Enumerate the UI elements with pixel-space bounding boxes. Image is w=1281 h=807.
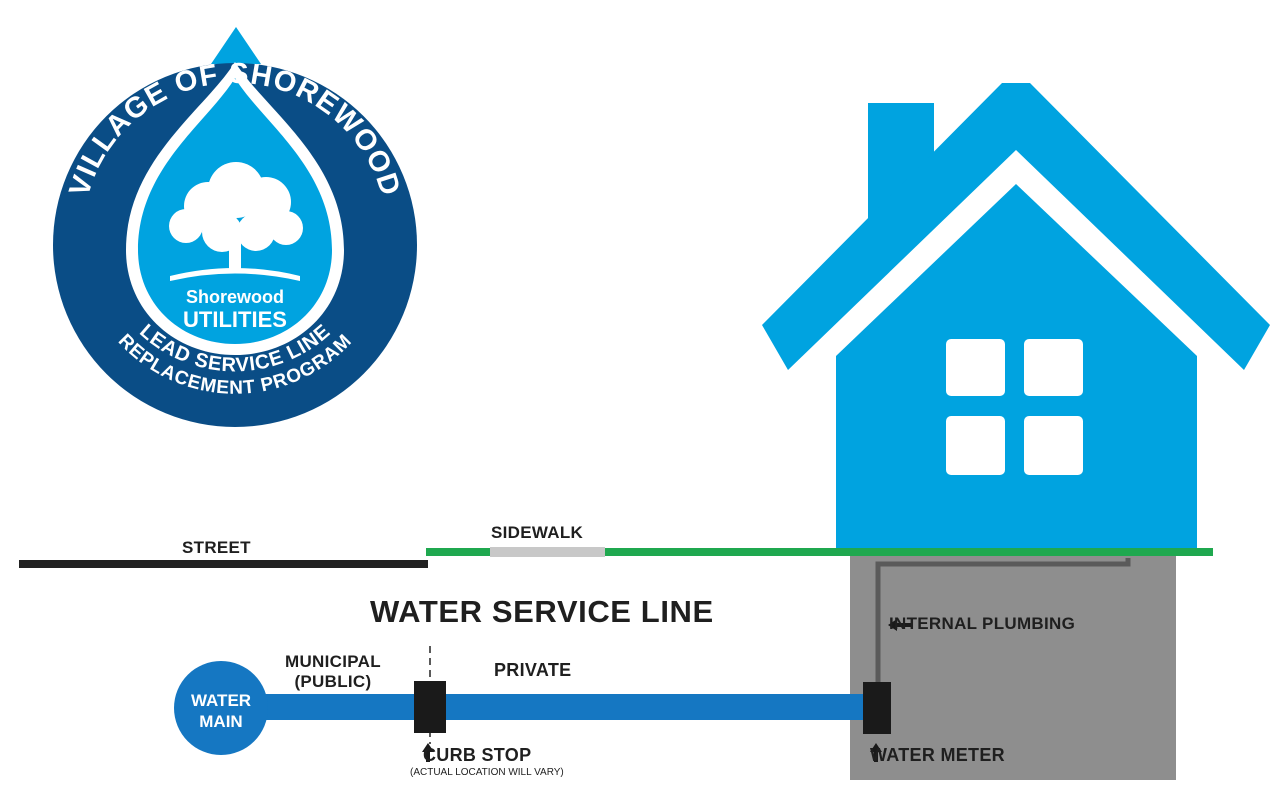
lawn-line-right xyxy=(605,548,1213,556)
left-arrow-icon xyxy=(888,619,911,631)
water-drop-icon xyxy=(211,27,261,64)
street-label: STREET xyxy=(182,538,251,557)
municipal-label-line1: MUNICIPAL xyxy=(285,652,381,671)
house-body xyxy=(836,184,1197,548)
up-arrow-icon xyxy=(870,743,882,762)
oak-tree-icon xyxy=(169,162,303,281)
curb-stop-valve xyxy=(414,681,446,733)
municipal-label-line2: (PUBLIC) xyxy=(294,672,372,691)
diagram-title: WATER SERVICE LINE xyxy=(370,594,714,629)
sidewalk-line xyxy=(490,547,605,557)
water-main-label: WATER MAIN xyxy=(175,690,267,732)
water-meter-box xyxy=(863,682,891,734)
lawn-line-left xyxy=(426,548,490,556)
house-icon xyxy=(762,83,1270,548)
curb-stop-label: CURB STOP xyxy=(423,745,532,765)
logo-brand-sub: UTILITIES xyxy=(183,307,287,332)
municipal-label: MUNICIPAL (PUBLIC) xyxy=(285,652,381,692)
basement xyxy=(850,552,1176,780)
private-label: PRIVATE xyxy=(494,660,572,680)
water-meter-label: WATER METER xyxy=(870,745,1005,765)
window-icon xyxy=(946,339,1083,475)
house-roof xyxy=(762,83,1270,370)
sidewalk-label: SIDEWALK xyxy=(491,523,584,542)
up-arrow-icon xyxy=(422,743,434,762)
logo-brand-name: Shorewood xyxy=(186,287,284,307)
service-pipe xyxy=(222,694,882,720)
street-line xyxy=(19,560,428,568)
curb-stop-note: (ACTUAL LOCATION WILL VARY) xyxy=(410,767,564,778)
internal-plumbing-label: INTERNAL PLUMBING xyxy=(889,614,1076,633)
internal-plumbing-pipe xyxy=(875,558,1131,686)
program-logo: Shorewood UTILITIES VILLAGE OF SHOREWOOD… xyxy=(53,27,417,427)
water-main-label-line1: WATER xyxy=(190,691,252,710)
water-main-circle xyxy=(174,661,268,755)
water-main-label-line2: MAIN xyxy=(199,712,243,731)
